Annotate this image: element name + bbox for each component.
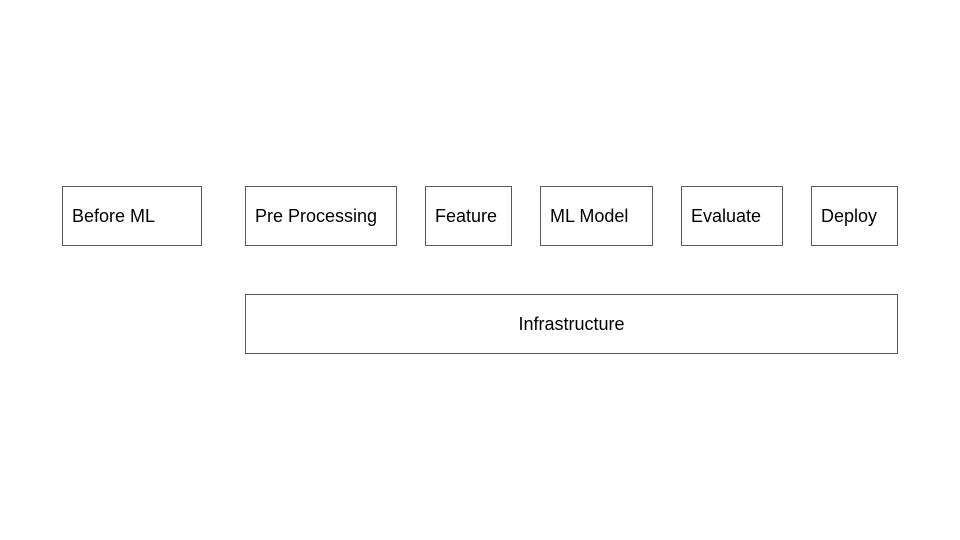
pre-processing-label: Pre Processing xyxy=(255,205,378,226)
ml-model-box: ML Model xyxy=(540,186,653,246)
evaluate-box: Evaluate xyxy=(681,186,783,246)
infrastructure-box: Infrastructure xyxy=(245,294,898,354)
infrastructure-label: Infrastructure xyxy=(518,313,625,334)
feature-label: Feature xyxy=(435,205,498,226)
feature-box: Feature xyxy=(425,186,512,246)
pre-processing-box: Pre Processing xyxy=(245,186,397,246)
before-ml-box: Before ML xyxy=(62,186,202,246)
before-ml-label: Before ML xyxy=(72,205,156,226)
deploy-box: Deploy xyxy=(811,186,898,246)
deploy-label: Deploy xyxy=(821,205,878,226)
ml-model-label: ML Model xyxy=(550,205,629,226)
evaluate-label: Evaluate xyxy=(691,205,762,226)
